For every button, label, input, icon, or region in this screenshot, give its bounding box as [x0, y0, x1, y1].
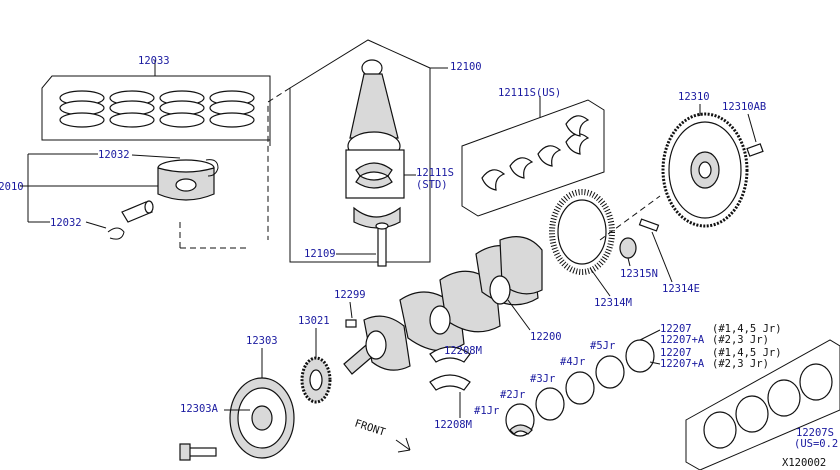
label-jr1: #1Jr	[474, 405, 499, 417]
label-12208m-top: 12208M	[444, 345, 482, 357]
rod-bearings-us-group	[461, 96, 605, 217]
label-jr2: #2Jr	[500, 389, 525, 401]
reinforcement-plate	[549, 189, 615, 275]
piston-rings-group	[41, 60, 271, 141]
snap-ring-bottom	[107, 227, 125, 240]
label-12207a-a: 12207+A	[660, 334, 705, 346]
label-12111s-std: (STD)	[416, 179, 448, 191]
piston-ring-set	[59, 90, 255, 128]
pilot-bushing	[619, 237, 637, 259]
label-12111s-us: 12111S(US)	[498, 87, 561, 99]
note-12207a-a: (#2,3 Jr)	[712, 334, 769, 346]
connecting-rod	[347, 59, 401, 161]
thrust-washer-lower	[429, 374, 471, 391]
rod-bearing-std-box	[345, 149, 405, 199]
label-12314m: 12314M	[594, 297, 632, 309]
piston-pin	[121, 200, 154, 223]
label-12111s: 12111S	[416, 167, 454, 179]
label-12207a-b: 12207+A	[660, 358, 705, 370]
label-12200: 12200	[530, 331, 562, 343]
front-label: FRONT	[353, 417, 387, 438]
note-12207-b: (#1,4,5 Jr)	[712, 347, 782, 359]
label-12310ab: 12310AB	[722, 101, 766, 113]
rod-bearing-lower	[355, 175, 393, 189]
pulley-bolt	[179, 443, 217, 461]
woodruff-key	[345, 319, 357, 328]
note-12207a-b: (#2,3 Jr)	[712, 358, 769, 370]
note-12207-a: (#1,4,5 Jr)	[712, 323, 782, 335]
label-12010: 12010	[0, 181, 24, 193]
crank-pulley	[229, 377, 295, 459]
label-12032-bottom: 12032	[50, 217, 82, 229]
label-jr4: #4Jr	[560, 356, 585, 368]
piston	[157, 159, 215, 201]
snap-ring-top	[205, 159, 219, 177]
flywheel-bolt	[746, 143, 764, 157]
label-12310: 12310	[678, 91, 710, 103]
label-12207-b: 12207	[660, 347, 692, 359]
label-12109: 12109	[304, 248, 336, 260]
label-12314e: 12314E	[662, 283, 700, 295]
diagram-id: X120002	[782, 457, 826, 469]
label-13021: 13021	[298, 315, 330, 327]
label-12315n: 12315N	[620, 268, 658, 280]
flywheel	[661, 112, 749, 228]
label-12208m-bottom: 12208M	[434, 419, 472, 431]
main-bearings-us-group	[685, 339, 840, 470]
connecting-rod-group	[267, 39, 448, 267]
label-12207s: 12207S	[796, 427, 834, 439]
front-arrow: FRONT	[353, 417, 411, 453]
label-jr5: #5Jr	[590, 340, 615, 352]
label-jr3: #3Jr	[530, 373, 555, 385]
label-12303a: 12303A	[180, 403, 219, 415]
crank-sprocket	[300, 356, 332, 404]
crankshaft	[343, 236, 543, 375]
label-12207-a: 12207	[660, 323, 692, 335]
thrust-washer-upper	[429, 346, 471, 363]
label-12032-top: 12032	[98, 149, 130, 161]
rod-bolt	[375, 222, 389, 267]
label-12100: 12100	[450, 61, 482, 73]
label-12299: 12299	[334, 289, 366, 301]
note-12207s: (US=0.2	[794, 438, 838, 450]
dowel-pin	[638, 218, 660, 232]
label-12303: 12303	[246, 335, 278, 347]
label-12033: 12033	[138, 55, 170, 67]
rod-cap	[353, 206, 401, 229]
